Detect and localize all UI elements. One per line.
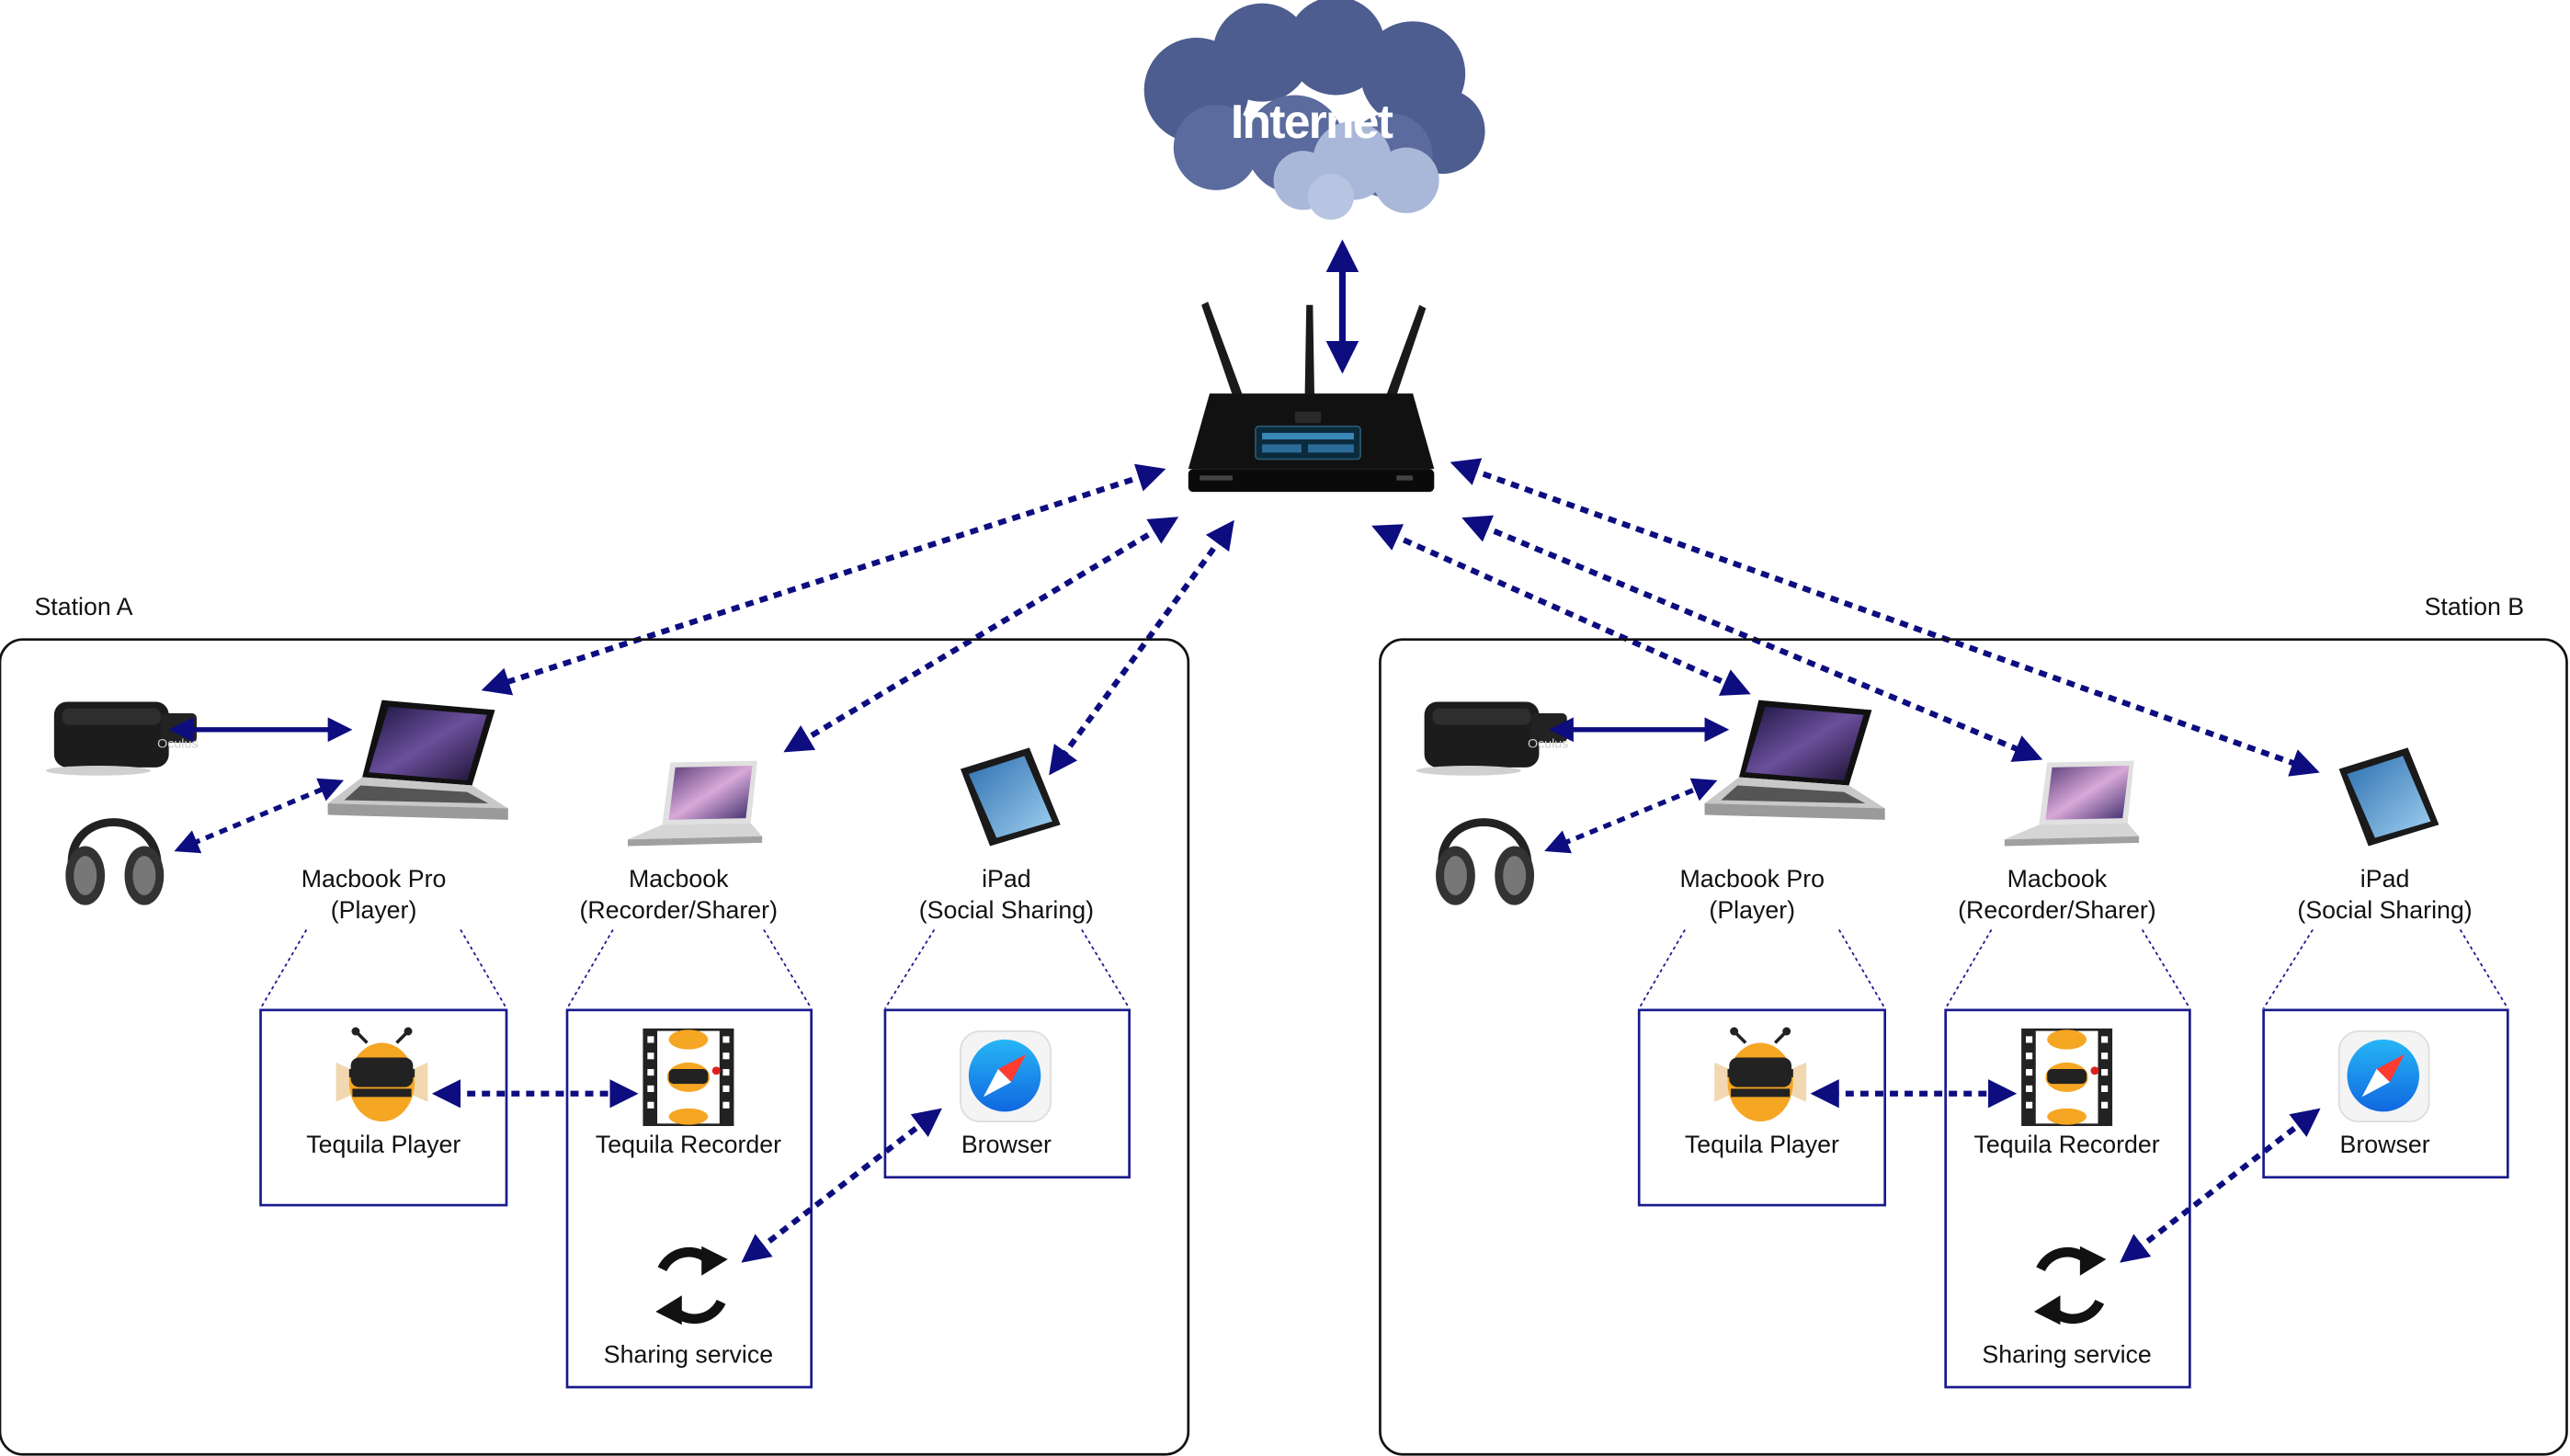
compass-icon bbox=[2337, 1030, 2430, 1123]
player-b-label: Tequila Player bbox=[1685, 1131, 1839, 1158]
vr-headset-icon: Oculus bbox=[1416, 701, 1568, 776]
sharing-b-label: Sharing service bbox=[1982, 1340, 2151, 1368]
macbook-b-label1: Macbook bbox=[2007, 865, 2108, 893]
ipad-b-label2: (Social Sharing) bbox=[2297, 896, 2472, 924]
macbookpro-b-label2: (Player) bbox=[1709, 896, 1795, 924]
ipad-a-label2: (Social Sharing) bbox=[919, 896, 1094, 924]
compass-icon bbox=[960, 1030, 1052, 1123]
router-macbook-a-link bbox=[783, 517, 1179, 753]
player-a-label: Tequila Player bbox=[306, 1131, 461, 1158]
film-strip-icon bbox=[2021, 1028, 2113, 1127]
sharing-a-label: Sharing service bbox=[604, 1340, 773, 1368]
cloud-icon bbox=[1143, 0, 1485, 221]
laptop-icon bbox=[2004, 760, 2140, 847]
router-ipad-b-link bbox=[1450, 458, 2320, 777]
tablet-icon bbox=[2338, 747, 2439, 847]
station-b-title: Station B bbox=[2425, 593, 2525, 620]
station-a: Oculus Macbook Pro (Player) bbox=[0, 638, 1190, 1456]
macbookpro-b-label1: Macbook Pro bbox=[1679, 865, 1825, 893]
vr-headset-icon: Oculus bbox=[45, 701, 199, 776]
macbook-b-label2: (Recorder/Sharer) bbox=[1958, 896, 2156, 924]
router-links bbox=[481, 458, 2320, 777]
recorder-a-label: Tequila Recorder bbox=[596, 1131, 781, 1158]
sharing-browser-a-link bbox=[741, 1108, 942, 1263]
browser-b-label: Browser bbox=[2340, 1131, 2430, 1158]
callout-lines-a bbox=[259, 928, 1131, 1009]
laptop-icon bbox=[327, 700, 508, 820]
tablet-icon bbox=[960, 747, 1061, 847]
bee-icon bbox=[335, 1027, 428, 1122]
headset-brand: Oculus bbox=[1528, 736, 1568, 751]
browser-box-a bbox=[883, 1008, 1131, 1179]
headset-brand: Oculus bbox=[157, 736, 198, 751]
headphones-icon bbox=[1436, 818, 1535, 905]
laptop-icon bbox=[1704, 700, 1885, 820]
sync-icon bbox=[2033, 1246, 2107, 1325]
callout-lines-b bbox=[1638, 928, 2509, 1009]
recorder-b-label: Tequila Recorder bbox=[1974, 1131, 2160, 1158]
headphones-icon bbox=[65, 818, 165, 905]
browser-box-b bbox=[2262, 1008, 2509, 1179]
macbookpro-a-label2: (Player) bbox=[331, 896, 417, 924]
station-b-frame bbox=[1379, 638, 2568, 1456]
browser-a-label: Browser bbox=[961, 1131, 1052, 1158]
sharing-browser-b-link bbox=[2120, 1108, 2321, 1263]
ipad-a-label1: iPad bbox=[982, 865, 1031, 893]
router-icon bbox=[1188, 301, 1435, 493]
ipad-b-label1: iPad bbox=[2360, 865, 2410, 893]
internet-label: Internet bbox=[1231, 95, 1393, 148]
macbook-a-label2: (Recorder/Sharer) bbox=[579, 896, 778, 924]
router-macbookpro-a-link bbox=[481, 463, 1166, 696]
bee-icon bbox=[1714, 1027, 1807, 1122]
router-ipad-a-link bbox=[1049, 519, 1234, 776]
headphones-macbookpro-a-link bbox=[174, 778, 345, 854]
station-b: Oculus Macbook Pro (Player) bbox=[1379, 638, 2568, 1456]
station-a-frame bbox=[0, 638, 1190, 1456]
headphones-macbookpro-b-link bbox=[1544, 778, 1718, 854]
internet-cloud: Internet bbox=[1143, 0, 1485, 221]
macbook-a-label1: Macbook bbox=[629, 865, 729, 893]
macbookpro-a-label1: Macbook Pro bbox=[301, 865, 447, 893]
station-a-title: Station A bbox=[34, 593, 132, 620]
laptop-icon bbox=[627, 760, 763, 847]
sync-icon bbox=[655, 1246, 728, 1325]
film-strip-icon bbox=[642, 1028, 734, 1127]
